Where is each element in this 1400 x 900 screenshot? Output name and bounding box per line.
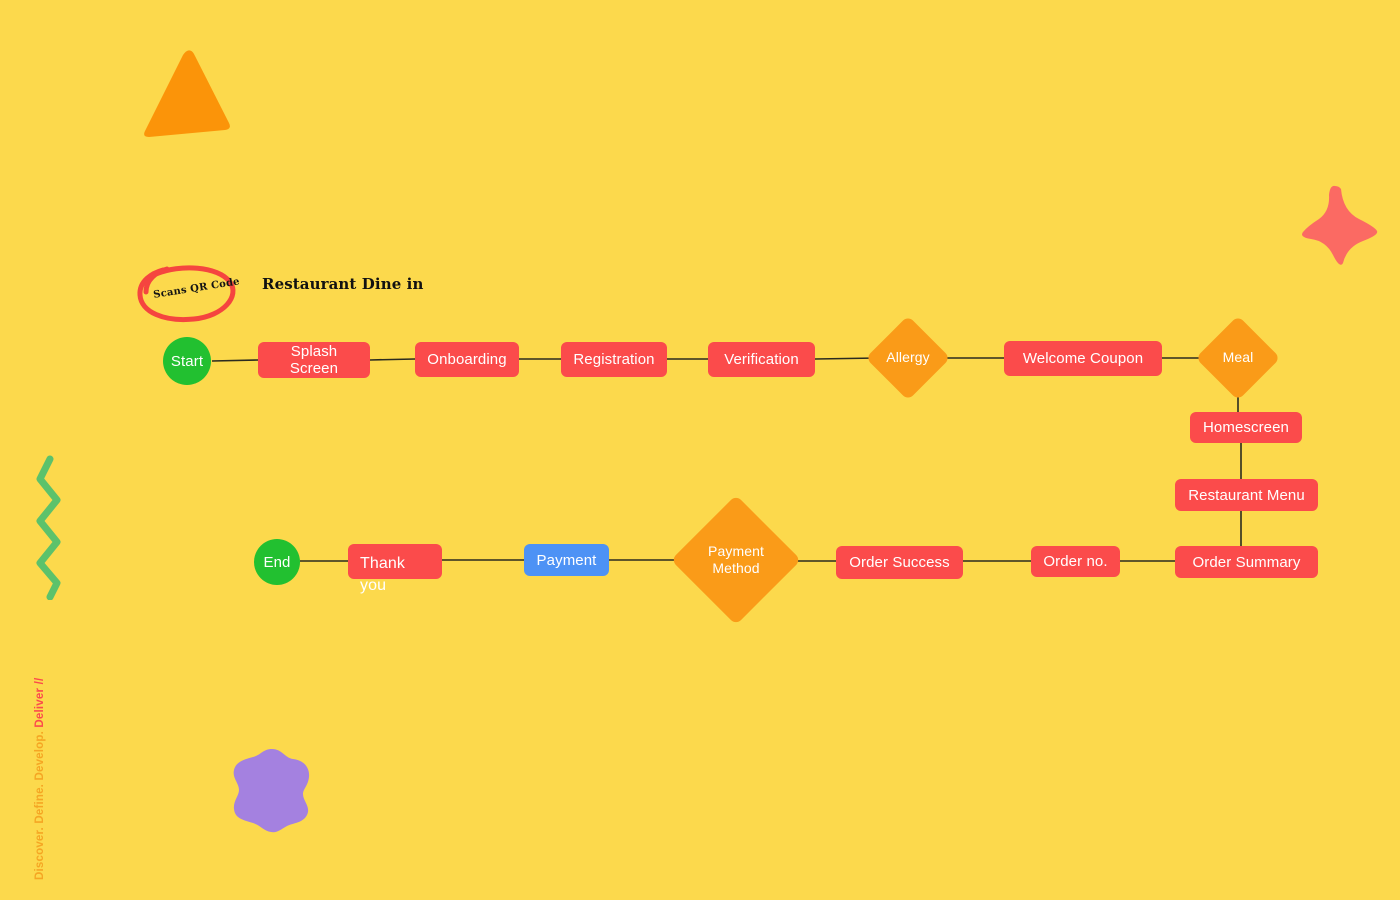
node-thank-you[interactable]: Thank you xyxy=(348,544,442,594)
node-splash-screen-label: Splash Screen xyxy=(289,343,339,377)
ellipse-scribble-icon xyxy=(137,265,236,323)
star-icon xyxy=(1297,185,1381,269)
node-payment-method-label: Payment Method xyxy=(708,542,764,576)
node-payment[interactable]: Payment xyxy=(524,544,609,576)
triangle-icon xyxy=(138,45,234,141)
node-order-summary-label: Order Summary xyxy=(1192,553,1301,571)
node-welcome-coupon[interactable]: Welcome Coupon xyxy=(1004,341,1162,376)
node-payment-label: Payment xyxy=(536,551,597,569)
node-end[interactable]: End xyxy=(254,539,300,585)
blob-icon xyxy=(231,747,313,833)
process-phase-caption: Discover. Define. Develop. Deliver // xyxy=(34,678,46,880)
node-start-label: Start xyxy=(170,352,204,370)
node-meal-label: Meal xyxy=(1222,349,1254,366)
node-order-no[interactable]: Order no. xyxy=(1031,546,1120,577)
node-start[interactable]: Start xyxy=(163,337,211,385)
phase-caption-dim: Discover. Define. Develop. xyxy=(34,730,46,880)
zigzag-icon xyxy=(32,455,76,601)
connector-splash-onboarding xyxy=(369,358,416,361)
node-registration-label: Registration xyxy=(573,351,655,368)
node-splash-screen[interactable]: Splash Screen xyxy=(258,342,370,378)
node-order-success[interactable]: Order Success xyxy=(836,546,963,579)
node-restaurant-menu-label: Restaurant Menu xyxy=(1188,486,1305,504)
node-order-no-label: Order no. xyxy=(1043,553,1108,570)
phase-caption-active: Deliver // xyxy=(34,677,46,731)
node-homescreen[interactable]: Homescreen xyxy=(1190,412,1302,443)
node-end-label: End xyxy=(263,553,291,571)
node-allergy[interactable]: Allergy xyxy=(865,315,951,401)
node-onboarding-label: Onboarding xyxy=(427,351,507,368)
node-verification[interactable]: Verification xyxy=(708,342,815,377)
node-thank-you-label: Thank you xyxy=(360,555,405,594)
node-order-success-label: Order Success xyxy=(849,554,950,571)
node-welcome-coupon-label: Welcome Coupon xyxy=(1022,350,1144,367)
node-allergy-label: Allergy xyxy=(886,349,930,366)
node-order-summary[interactable]: Order Summary xyxy=(1175,546,1318,578)
diagram-title: Restaurant Dine in xyxy=(262,275,424,293)
qr-annotation: Scans QR Code xyxy=(136,262,241,324)
node-registration[interactable]: Registration xyxy=(561,342,667,377)
node-onboarding[interactable]: Onboarding xyxy=(415,342,519,377)
node-restaurant-menu[interactable]: Restaurant Menu xyxy=(1175,479,1318,511)
connector-start-splash xyxy=(211,359,259,362)
node-payment-method[interactable]: Payment Method xyxy=(670,494,802,626)
node-verification-label: Verification xyxy=(724,351,799,368)
node-homescreen-label: Homescreen xyxy=(1202,419,1290,436)
node-meal[interactable]: Meal xyxy=(1195,315,1281,401)
